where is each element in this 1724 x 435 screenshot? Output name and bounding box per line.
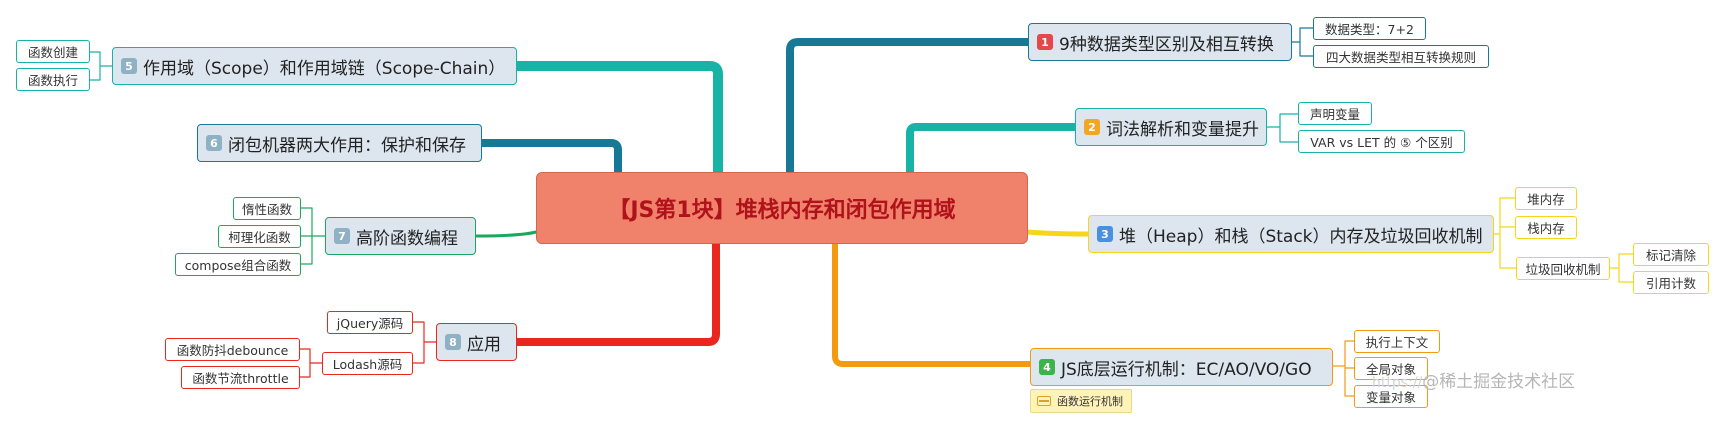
badge-4: 4 <box>1039 359 1055 375</box>
branch-4-child-3-label: 变量对象 <box>1365 390 1416 405</box>
branch-3-grandchild-1[interactable]: 标记清除 <box>1633 243 1709 266</box>
branch-5-child-2-label: 函数执行 <box>27 73 78 88</box>
branch-7-label: 高阶函数编程 <box>356 228 458 249</box>
watermark-text: @稀土掘金技术社区 <box>1422 372 1576 392</box>
central-topic-label: 【JS第1块】堆栈内存和闭包作用域 <box>608 198 956 223</box>
badge-3: 3 <box>1097 226 1113 242</box>
branch-7-child-3[interactable]: compose组合函数 <box>175 253 301 276</box>
branch-3-grandchild-2[interactable]: 引用计数 <box>1633 271 1709 294</box>
branch-2-child-1[interactable]: 声明变量 <box>1298 102 1372 125</box>
branch-5-child-1-label: 函数创建 <box>27 45 78 60</box>
branch-4-node[interactable]: 4 JS底层运行机制：EC/AO/VO/GO <box>1030 348 1333 386</box>
branch-3-grandchild-2-label: 引用计数 <box>1645 276 1696 291</box>
branch-1-child-2[interactable]: 四大数据类型相互转换规则 <box>1313 45 1489 68</box>
branch-2-child-1-label: 声明变量 <box>1309 107 1360 122</box>
branch-3-node[interactable]: 3 堆（Heap）和栈（Stack）内存及垃圾回收机制 <box>1088 215 1494 253</box>
branch-4-child-3[interactable]: 变量对象 <box>1354 385 1428 408</box>
badge-8: 8 <box>445 334 461 350</box>
branch-4-child-1[interactable]: 执行上下文 <box>1354 330 1440 353</box>
branch-8-grandchild-2-label: 函数节流throttle <box>192 371 289 386</box>
badge-6: 6 <box>206 135 222 151</box>
branch-4-note[interactable]: 函数运行机制 <box>1030 389 1132 413</box>
badge-1: 1 <box>1037 34 1053 50</box>
central-topic[interactable]: 【JS第1块】堆栈内存和闭包作用域 <box>536 172 1028 244</box>
badge-5: 5 <box>121 58 137 74</box>
branch-4-child-2-label: 全局对象 <box>1365 362 1416 377</box>
branch-3-label: 堆（Heap）和栈（Stack）内存及垃圾回收机制 <box>1119 226 1483 247</box>
branch-8-child-1-label: jQuery源码 <box>336 316 404 331</box>
branch-4-label: JS底层运行机制：EC/AO/VO/GO <box>1061 359 1312 380</box>
branch-7-child-1[interactable]: 惰性函数 <box>233 197 301 220</box>
branch-1-child-2-label: 四大数据类型相互转换规则 <box>1325 50 1476 65</box>
branch-4-child-2[interactable]: 全局对象 <box>1354 357 1428 380</box>
branch-8-grandchild-1[interactable]: 函数防抖debounce <box>165 338 300 361</box>
branch-7-child-2-label: 柯理化函数 <box>228 230 291 245</box>
watermark: https://@稀土掘金技术社区 <box>1372 367 1575 392</box>
branch-2-label: 词法解析和变量提升 <box>1106 119 1259 140</box>
branch-7-node[interactable]: 7 高阶函数编程 <box>325 217 476 255</box>
branch-3-child-1[interactable]: 堆内存 <box>1515 187 1577 210</box>
branch-8-child-2-label: Lodash源码 <box>332 357 403 372</box>
branch-5-child-2[interactable]: 函数执行 <box>16 68 90 91</box>
branch-1-child-1-label: 数据类型：7+2 <box>1325 22 1414 37</box>
watermark-url: https:// <box>1372 375 1423 391</box>
branch-1-node[interactable]: 1 9种数据类型区别及相互转换 <box>1028 23 1292 61</box>
branch-4-note-label: 函数运行机制 <box>1057 395 1123 408</box>
badge-2: 2 <box>1084 119 1100 135</box>
branch-4-child-1-label: 执行上下文 <box>1365 335 1429 350</box>
badge-7: 7 <box>334 228 350 244</box>
branch-6-node[interactable]: 6 闭包机器两大作用：保护和保存 <box>197 124 482 162</box>
branch-8-node[interactable]: 8 应用 <box>436 323 517 361</box>
branch-3-child-3[interactable]: 垃圾回收机制 <box>1516 257 1610 280</box>
branch-8-label: 应用 <box>467 334 501 355</box>
branch-5-node[interactable]: 5 作用域（Scope）和作用域链（Scope-Chain） <box>112 47 517 85</box>
branch-5-child-1[interactable]: 函数创建 <box>16 40 90 63</box>
branch-3-child-1-label: 堆内存 <box>1527 192 1565 207</box>
branch-7-child-2[interactable]: 柯理化函数 <box>218 225 301 248</box>
branch-3-grandchild-1-label: 标记清除 <box>1645 248 1696 263</box>
branch-3-child-2-label: 栈内存 <box>1527 221 1565 236</box>
branch-2-child-2-label: VAR vs LET 的 ⑤ 个区别 <box>1310 135 1453 150</box>
branch-8-child-2[interactable]: Lodash源码 <box>322 352 413 375</box>
branch-8-grandchild-1-label: 函数防抖debounce <box>176 343 289 358</box>
branch-2-node[interactable]: 2 词法解析和变量提升 <box>1075 108 1267 146</box>
note-icon <box>1037 396 1051 406</box>
branch-6-label: 闭包机器两大作用：保护和保存 <box>228 135 466 156</box>
branch-1-label: 9种数据类型区别及相互转换 <box>1059 34 1274 55</box>
branch-7-child-3-label: compose组合函数 <box>184 258 292 273</box>
branch-3-child-3-label: 垃圾回收机制 <box>1525 262 1601 277</box>
branch-2-child-2[interactable]: VAR vs LET 的 ⑤ 个区别 <box>1298 130 1465 153</box>
branch-7-child-1-label: 惰性函数 <box>241 202 292 217</box>
branch-3-child-2[interactable]: 栈内存 <box>1515 216 1577 239</box>
branch-5-label: 作用域（Scope）和作用域链（Scope-Chain） <box>143 58 506 79</box>
branch-8-grandchild-2[interactable]: 函数节流throttle <box>181 366 300 389</box>
branch-1-child-1[interactable]: 数据类型：7+2 <box>1313 17 1426 40</box>
branch-8-child-1[interactable]: jQuery源码 <box>327 311 413 334</box>
